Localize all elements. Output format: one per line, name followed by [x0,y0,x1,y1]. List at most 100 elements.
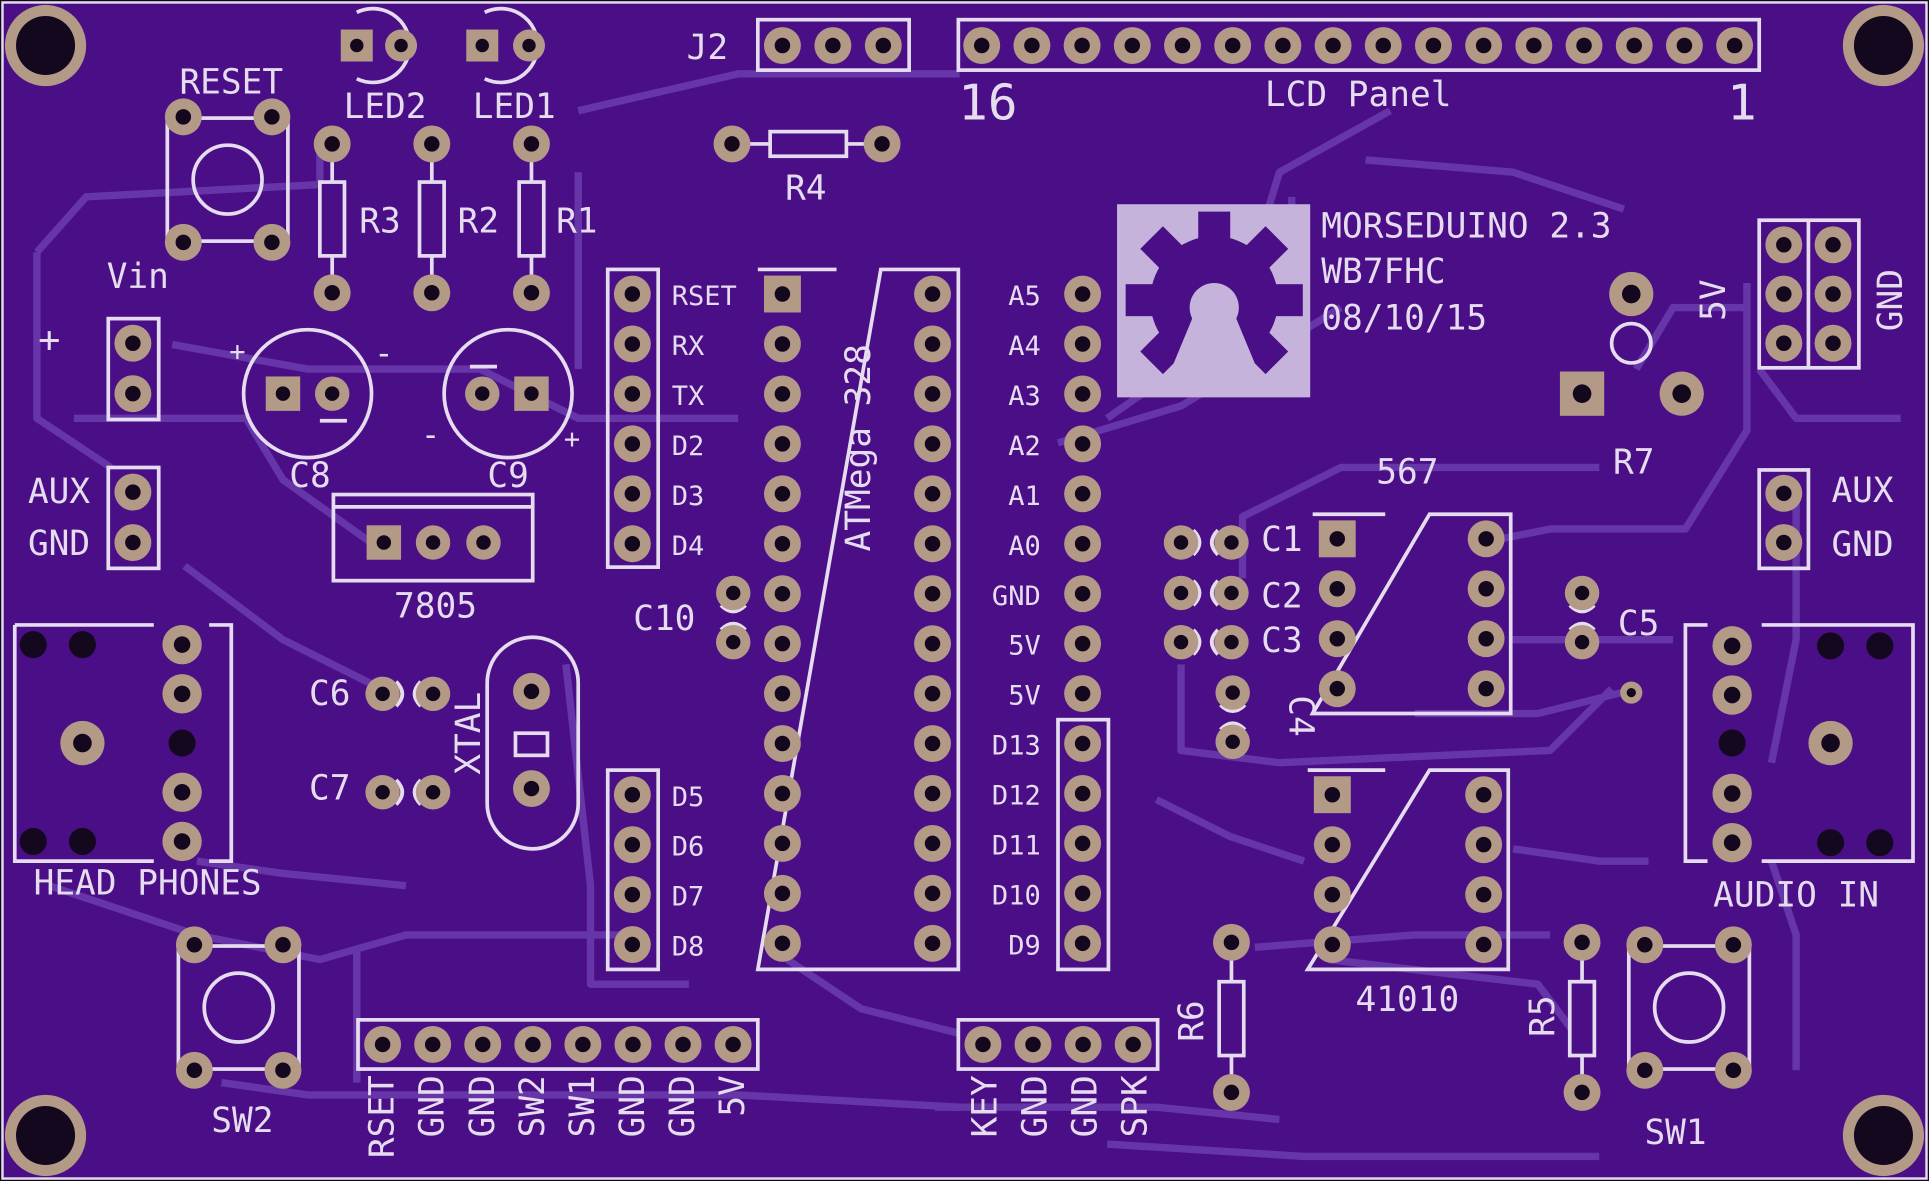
key-header-pin-label: SPK [1116,1075,1156,1137]
pad-hole [523,136,540,152]
pad-hole [975,1036,991,1053]
pad-hole [973,37,990,54]
open-hardware-logo [1117,204,1311,398]
pad-hole [1776,335,1792,351]
mcu-right-pin-label: 5V [1008,681,1041,712]
label-5v-right: 5V [1694,279,1734,320]
pad-hole [1124,37,1141,54]
pad-hole [1478,630,1494,647]
pad-hole [1125,1036,1141,1053]
r6-body [1217,979,1246,1058]
label-r2: R2 [458,202,499,242]
pad-hole [186,937,203,953]
label-r6: R6 [1172,1000,1212,1041]
label-gnd-right-rail: GND [1871,269,1911,331]
mcu-right-pin-label: D9 [1008,930,1041,961]
control-header-pin-label: RSET [363,1075,403,1158]
pad-hole [924,785,941,802]
pad-hole [525,1036,541,1053]
label-c2: C2 [1261,577,1302,617]
pad-hole [1224,37,1241,54]
pad-hole [1329,680,1346,697]
pad-hole [324,285,340,301]
pad-hole [1574,585,1590,601]
pad-hole [774,735,791,752]
pad-hole [624,536,641,552]
label-r3: R3 [359,202,400,242]
pad-hole [425,686,441,702]
pad-hole [774,635,791,652]
j2-header-outline [755,17,911,72]
plain-hole [1817,632,1845,660]
label-reset: RESET [179,62,283,102]
label-j2: J2 [687,28,728,68]
pad-hole [1637,1062,1653,1079]
pad-hole [1224,634,1239,650]
label-c9-plus: + [564,424,580,455]
pad-hole [1475,936,1492,953]
pad-hole [774,785,791,802]
pad-hole [275,937,291,953]
pad-hole [624,936,641,953]
pad-hole [1825,286,1841,302]
pad-hole [173,833,191,850]
pad-hole [424,136,440,152]
pad-hole [924,735,941,752]
pad-hole [924,436,941,452]
regulator-outline [331,492,535,583]
pad-hole [1821,733,1840,753]
mcu-right-pin-label: A2 [1008,431,1041,462]
label-c3: C3 [1261,621,1302,661]
sw2-cap [202,971,275,1044]
plain-hole [1718,729,1746,757]
pad-hole [1329,531,1346,547]
pad-hole [924,635,941,652]
pad-hole [1475,886,1492,903]
label-vin: Vin [107,257,169,297]
pad-hole [1024,37,1040,54]
mcu-left-pin-label: D3 [672,481,705,512]
pad-hole [924,536,941,552]
pad-hole [1574,934,1590,951]
pad-hole [424,1036,441,1053]
pad-hole [275,386,291,401]
pad-hole [425,785,441,800]
pad-hole [774,935,791,952]
c1-outline [1191,528,1220,557]
pad-hole [73,733,92,753]
mcu-right-pin-label: A5 [1008,281,1041,312]
digital-high-header-outline [1056,717,1111,972]
pad-hole [625,1036,641,1053]
pad-hole [522,38,536,53]
mcu-right-pin-label: GND [992,581,1041,612]
label-c4: C4 [1280,695,1320,736]
mcu-left-lower-pin-label: D8 [672,932,705,963]
aux-left-header-outline [106,465,161,571]
control-header-pin-label: 5V [713,1075,753,1116]
pad-hole [1225,734,1240,750]
pad-hole [1074,835,1091,852]
mcu-right-pin-label: A4 [1008,331,1041,362]
pad-hole [1574,634,1590,650]
pad-hole [1074,935,1091,952]
label-lcd-pin-first: 16 [958,73,1017,131]
plain-hole [19,827,47,855]
pad-hole [1776,286,1792,302]
plain-hole [1817,829,1845,857]
pad-hole [1074,286,1091,302]
pad-hole [1726,37,1743,54]
label-xtal: XTAL [449,692,489,775]
pad-hole [774,286,791,302]
label-c1: C1 [1261,520,1302,560]
pad-hole [624,286,641,302]
pad-hole [1173,535,1189,550]
pad-hole [874,136,890,152]
mcu-left-pin-label: RX [672,331,705,362]
pad-hole [774,37,791,54]
pad-hole [725,585,741,601]
pad-hole [475,1036,491,1053]
plain-hole [19,631,47,659]
label-567: 567 [1376,452,1438,492]
pad-hole [1621,284,1641,304]
pad-hole [1325,37,1341,54]
